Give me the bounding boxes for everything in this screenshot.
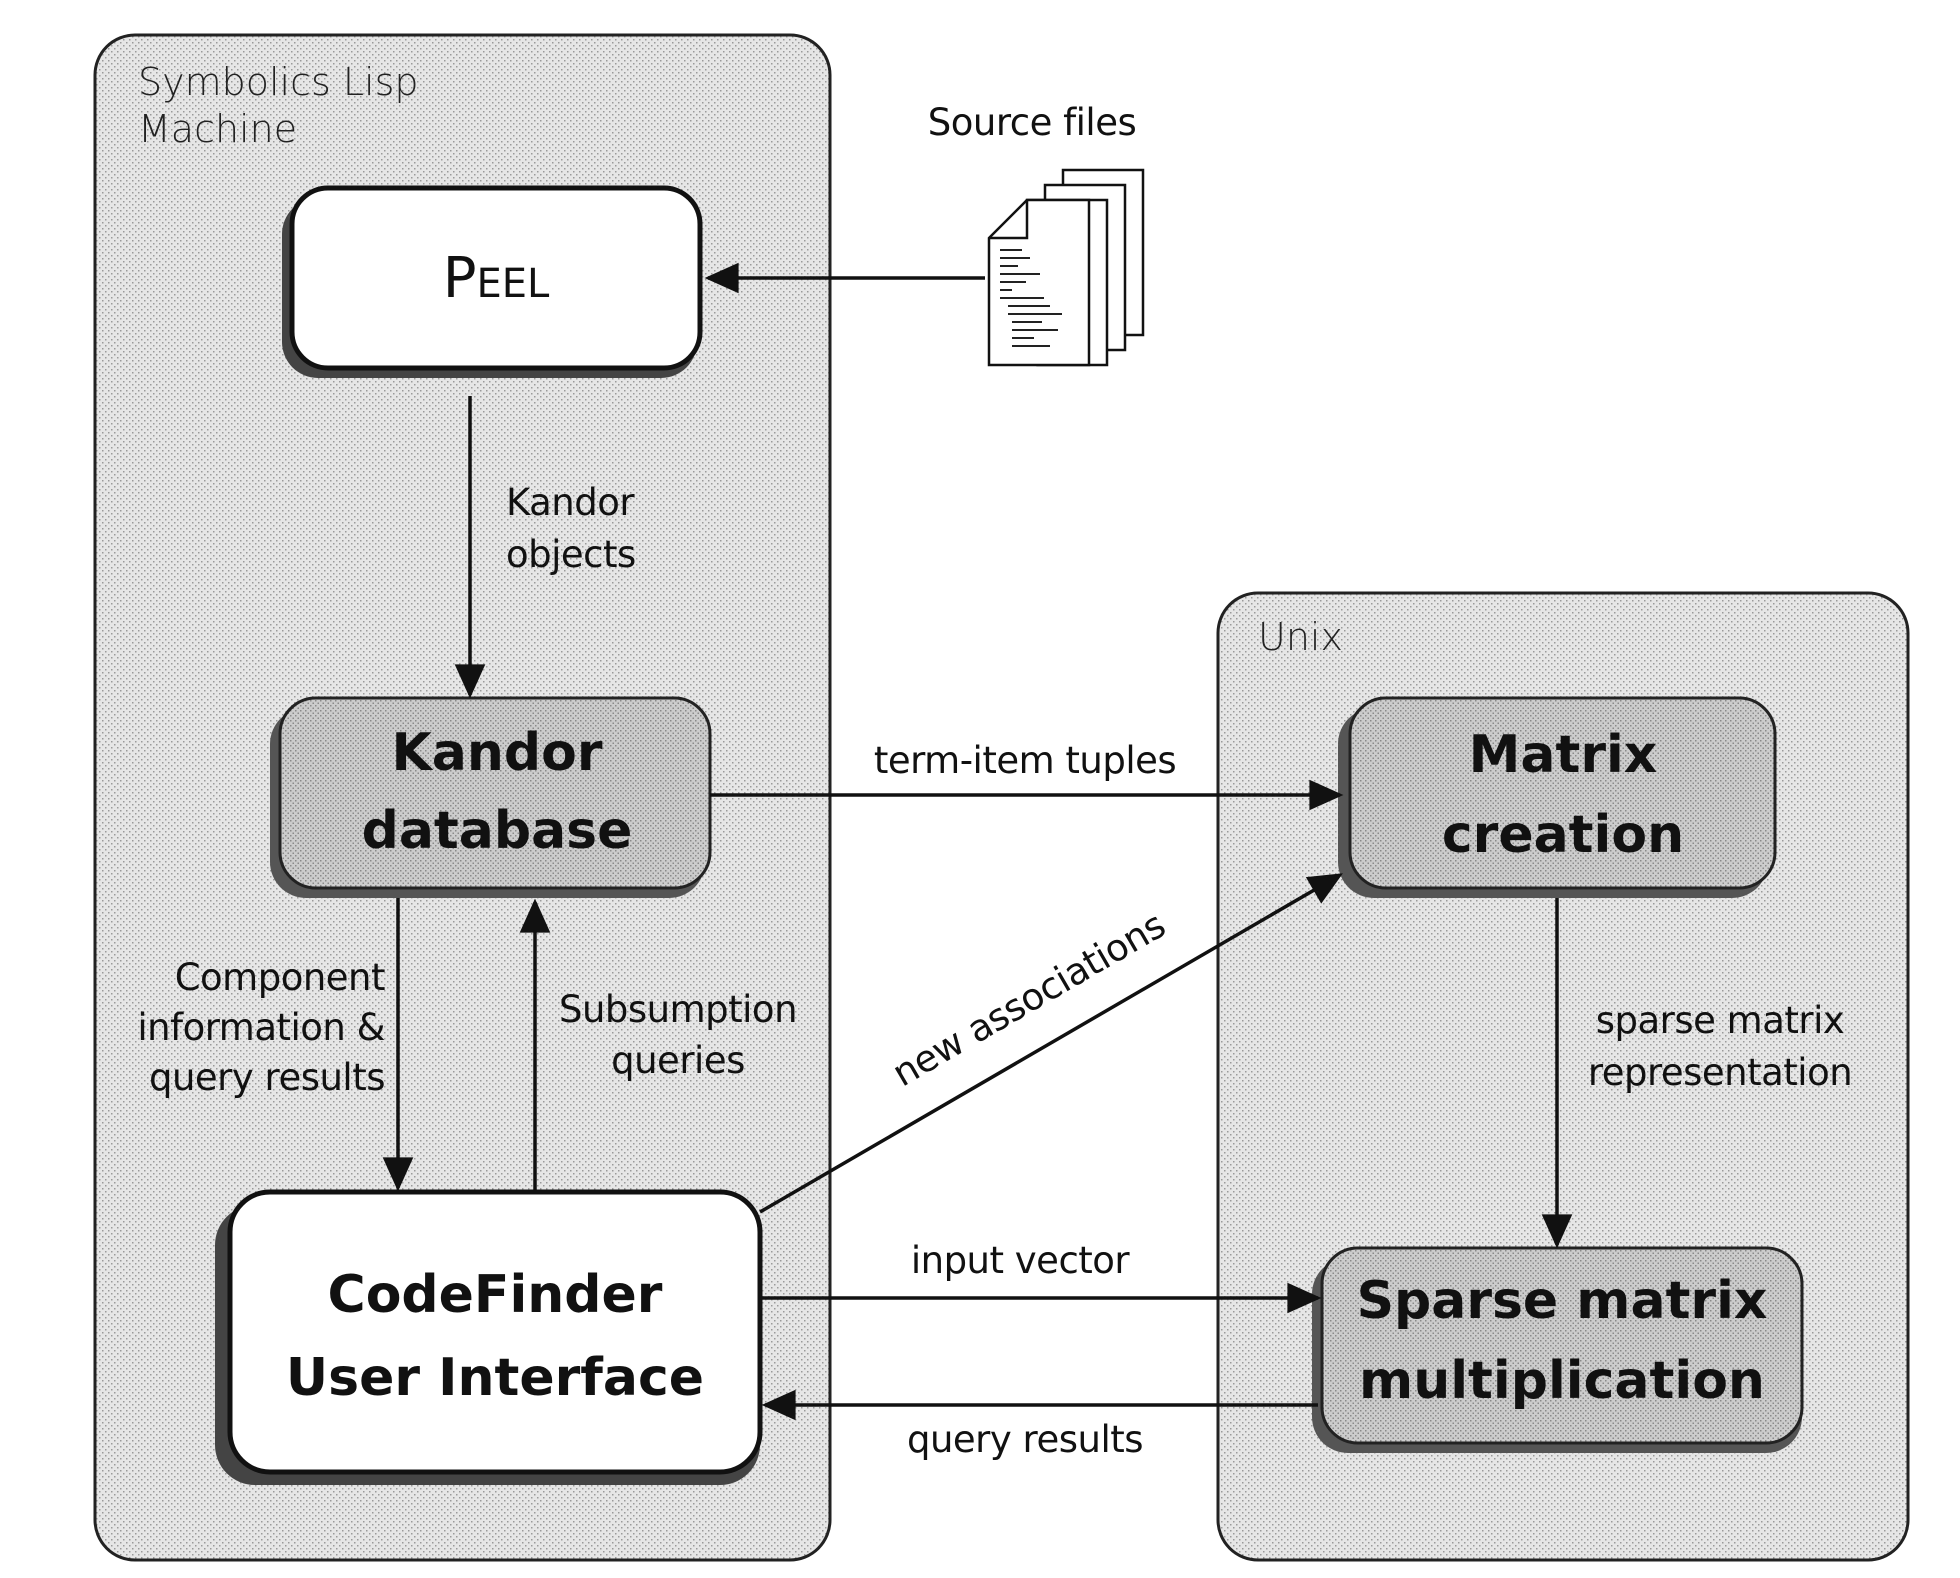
node-codefinder-line1: CodeFinder (328, 1265, 663, 1325)
edge-subsumption-line1: Subsumption (559, 988, 797, 1031)
source-files: Source files (928, 101, 1145, 367)
edge-component-info-line1: Component (175, 956, 385, 999)
node-codefinder-ui: CodeFinder User Interface (215, 1189, 763, 1485)
region-label-line2: Machine (138, 107, 297, 151)
edge-subsumption-line2: queries (611, 1039, 745, 1082)
node-kandor-line1: Kandor (392, 723, 603, 783)
node-matrix-line2: creation (1442, 805, 1684, 865)
edge-component-info: Component information & query results (137, 898, 414, 1192)
region-label-line1: Symbolics Lisp (138, 60, 419, 104)
edge-input-vector: input vector (762, 1239, 1322, 1314)
edge-input-vector-label: input vector (911, 1239, 1131, 1282)
node-kandor-database: Kandor database (270, 696, 712, 898)
edge-query-results-label: query results (907, 1418, 1143, 1461)
node-peel-label: PEEL (443, 246, 550, 311)
node-sparse-line1: Sparse matrix (1357, 1271, 1768, 1331)
edge-term-item-label: term-item tuples (874, 739, 1176, 782)
edge-kandor-objects-line1: Kandor (506, 481, 635, 524)
node-codefinder-line2: User Interface (286, 1348, 704, 1408)
edge-component-info-line2: information & (137, 1006, 385, 1049)
node-kandor-line2: database (362, 801, 633, 861)
source-files-label: Source files (928, 101, 1136, 144)
node-matrix-line1: Matrix (1469, 725, 1658, 785)
edge-sparse-rep-line1: sparse matrix (1596, 999, 1845, 1042)
node-sparse-multiplication: Sparse matrix multiplication (1312, 1246, 1804, 1453)
edge-subsumption-queries: Subsumption queries (519, 898, 798, 1190)
edge-sparse-rep-line2: representation (1588, 1051, 1852, 1094)
document-stack-icon (987, 168, 1145, 367)
edge-term-item-tuples: term-item tuples (710, 739, 1344, 811)
edge-sparse-representation: sparse matrix representation (1541, 898, 1853, 1249)
node-matrix-creation: Matrix creation (1338, 696, 1777, 898)
node-sparse-line2: multiplication (1359, 1351, 1765, 1411)
region-label-unix: Unix (1258, 615, 1343, 659)
node-peel: PEEL (282, 185, 703, 378)
edge-kandor-objects: Kandor objects (454, 396, 636, 699)
edge-kandor-objects-line2: objects (506, 533, 636, 576)
edge-component-info-line3: query results (149, 1056, 385, 1099)
edge-query-results: query results (761, 1389, 1318, 1461)
